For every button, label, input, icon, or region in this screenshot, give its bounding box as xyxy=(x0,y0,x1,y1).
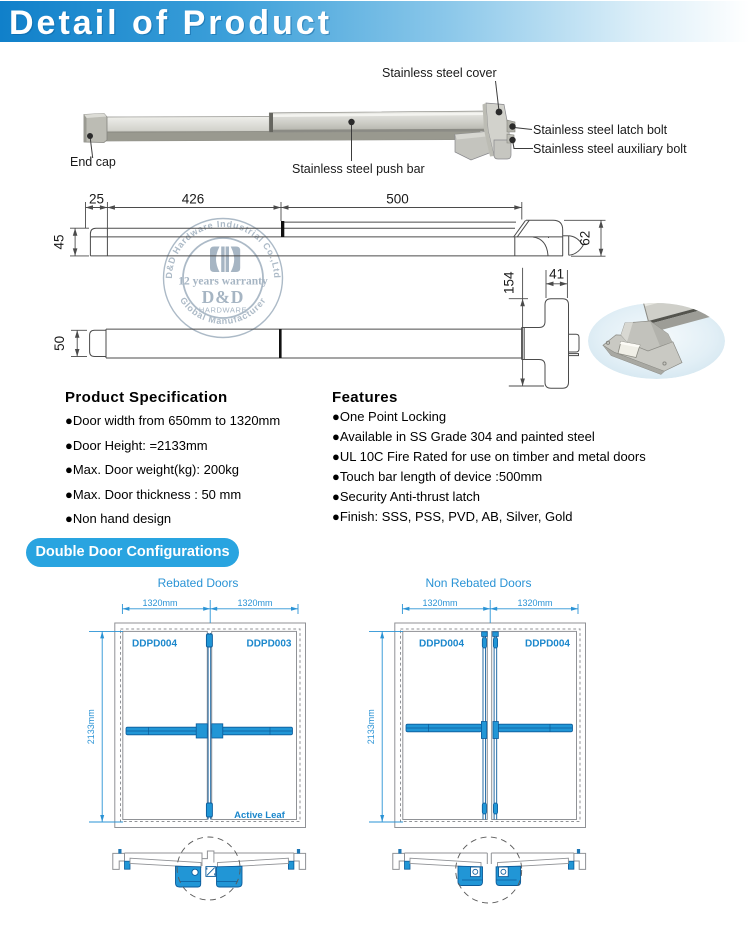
svg-text:Rebated Doors: Rebated Doors xyxy=(158,576,239,590)
svg-text:50: 50 xyxy=(52,336,67,351)
svg-text:DDPD004: DDPD004 xyxy=(132,639,177,650)
svg-text:154: 154 xyxy=(502,271,517,294)
svg-text:D&D: D&D xyxy=(202,287,245,307)
svg-text:41: 41 xyxy=(549,267,564,282)
svg-text:Non Rebated Doors: Non Rebated Doors xyxy=(425,576,531,590)
svg-text:DDPD004: DDPD004 xyxy=(419,639,464,650)
svg-text:DDPD003: DDPD003 xyxy=(246,639,291,650)
svg-text:45: 45 xyxy=(52,234,67,249)
svg-text:DDPD004: DDPD004 xyxy=(525,639,570,650)
svg-text:Active Leaf: Active Leaf xyxy=(234,810,286,821)
svg-text:62: 62 xyxy=(578,231,593,246)
svg-text:25: 25 xyxy=(89,192,104,207)
svg-text:HARDWARE: HARDWARE xyxy=(199,306,247,315)
svg-text:12 years warranty: 12 years warranty xyxy=(178,276,268,288)
svg-text:426: 426 xyxy=(182,192,205,207)
svg-text:500: 500 xyxy=(386,192,409,207)
